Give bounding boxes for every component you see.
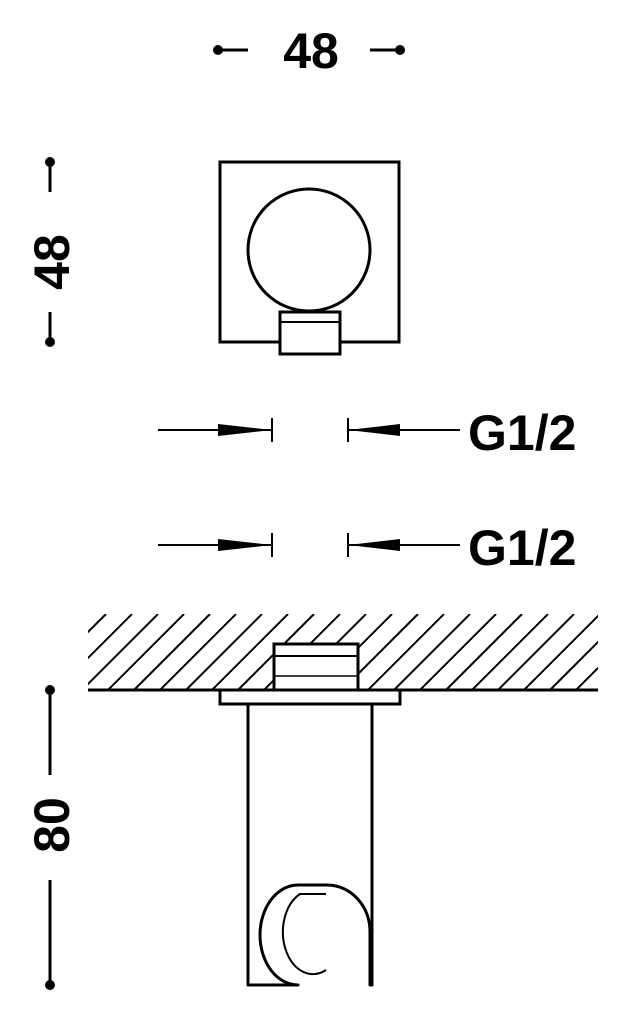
side-height-label: 48 [24, 234, 80, 290]
thread-dimension-upper: G1/2 [158, 405, 576, 461]
outlet-neck [278, 310, 342, 356]
bottom-height-label: 80 [24, 797, 80, 853]
dimension-dot-bottom [45, 337, 55, 347]
hook-cradle [281, 893, 327, 976]
top-width-dimension: 48 [213, 23, 405, 79]
outlet-circle [246, 187, 372, 313]
thread-label-upper: G1/2 [468, 405, 576, 461]
arrow-head-left [218, 424, 272, 436]
bottom-height-dimension: 80 [24, 685, 80, 990]
thread-label-lower: G1/2 [468, 520, 576, 576]
holder-body [246, 702, 374, 987]
side-height-dimension: 48 [24, 157, 80, 347]
dimension-dot-right [395, 45, 405, 55]
holder-side-view [218, 642, 402, 987]
top-width-label: 48 [283, 23, 339, 79]
thread-dimension-lower: G1/2 [158, 520, 576, 576]
front-view [218, 160, 401, 356]
dimension-dot-bottom [45, 980, 55, 990]
arrow-head-left [218, 539, 272, 551]
wall-connector [272, 642, 360, 692]
mounting-flange [218, 688, 402, 706]
